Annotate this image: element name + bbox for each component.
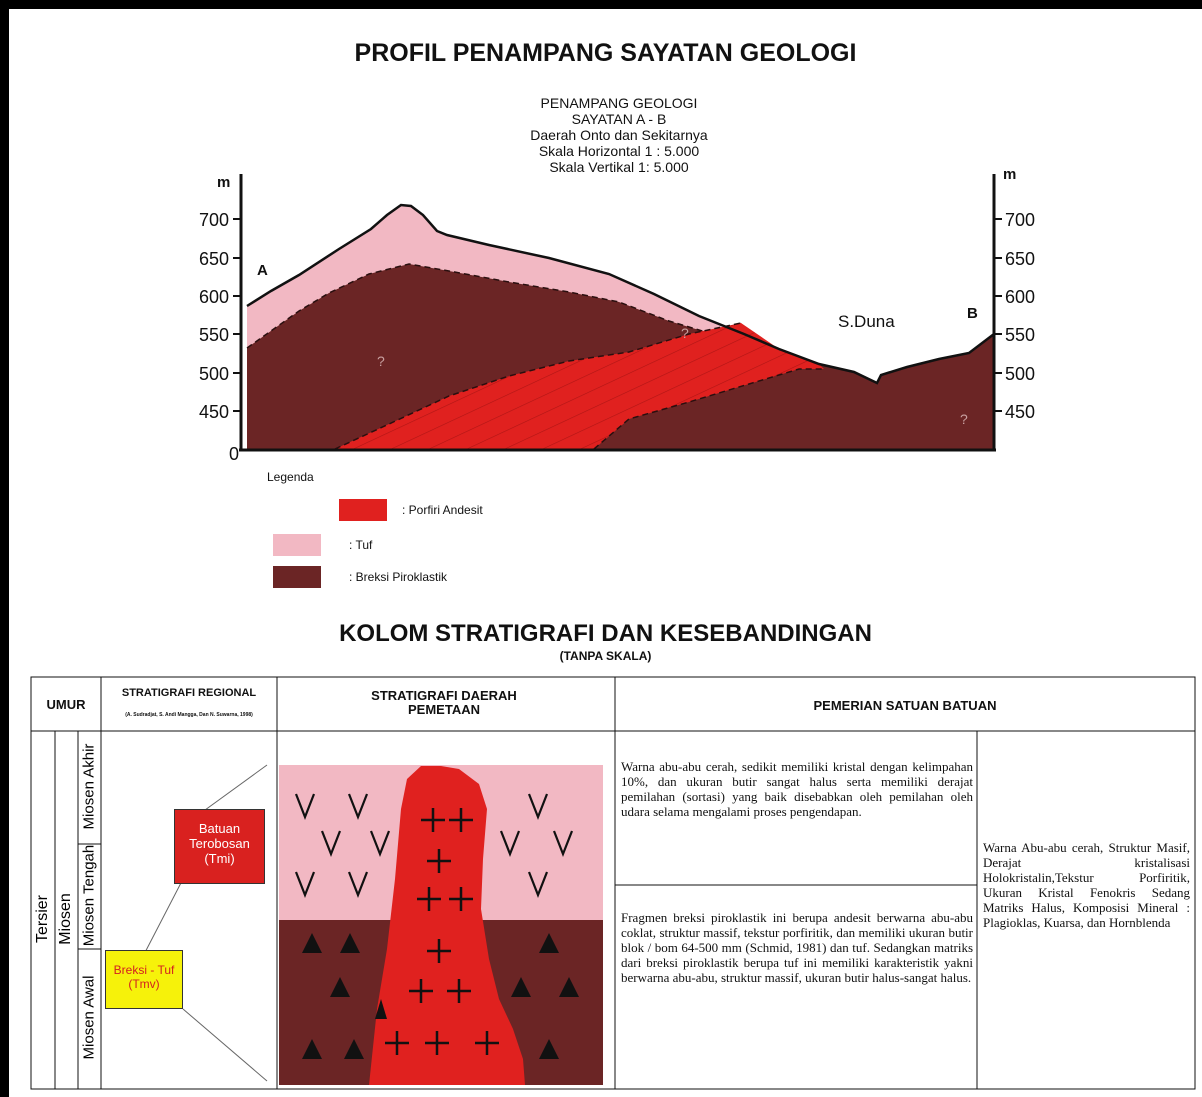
column-intrusion <box>369 766 525 1085</box>
tick-label-right: 450 <box>1005 402 1035 422</box>
box-breksi-tuf: Breksi - Tuf (Tmv) <box>105 950 183 1009</box>
legend-swatch-breksi <box>273 566 321 588</box>
porfiri-layer <box>335 323 824 449</box>
strat-subtitle: (TANPA SKALA) <box>559 649 652 663</box>
section-header-line: Daerah Onto dan Sekitarnya <box>530 127 708 143</box>
page-title: PROFIL PENAMPANG SAYATAN GEOLOGI <box>354 39 857 67</box>
tick-label-right: 600 <box>1005 287 1035 307</box>
point-b-label: B <box>967 305 978 322</box>
strat-table <box>30 676 1196 1090</box>
figure-page: PROFIL PENAMPANG SAYATAN GEOLOGI PENAMPA… <box>9 9 1202 1097</box>
tick-label-left: 650 <box>199 249 229 269</box>
age-tersier: Tersier <box>34 895 51 944</box>
box-breksi-tuf-name: Breksi - Tuf <box>113 963 175 977</box>
desc-tuf: Warna abu-abu cerah, sedikit memiliki kr… <box>621 759 973 819</box>
section-header-line: Skala Horizontal 1 : 5.000 <box>538 143 700 159</box>
unknown-mark: ? <box>960 411 968 427</box>
box-terobosan-code: (Tmi) <box>204 851 235 866</box>
tick-label-left: 450 <box>199 402 229 422</box>
tick-label-right: 500 <box>1005 364 1035 384</box>
strat-title: KOLOM STRATIGRAFI DAN KESEBANDINGAN <box>339 620 872 647</box>
legend-title: Legenda <box>267 470 314 484</box>
age-miosen-awal: Miosen Awal <box>80 975 98 1060</box>
header-regional-ref: (A. Sudradjat, S. Andi Mangga, Dan N. Su… <box>125 712 253 718</box>
header-umur: UMUR <box>46 697 86 712</box>
section-header-line: SAYATAN A - B <box>571 111 667 127</box>
legend-swatch-porfiri <box>339 499 387 521</box>
legend-label: : Porfiri Andesit <box>402 503 483 517</box>
desc-breksi: Fragmen breksi piroklastik ini berupa an… <box>621 910 973 985</box>
tick-label-left: 0 <box>229 444 239 464</box>
desc-intrusi: Warna Abu-abu cerah, Struktur Masif, Der… <box>983 840 1190 930</box>
tuf-layer <box>247 205 769 348</box>
box-terobosan: Batuan Terobosan (Tmi) <box>174 809 265 884</box>
header-daerah: STRATIGRAFI DAERAH PEMETAAN <box>371 688 517 717</box>
tick-label-left: 500 <box>199 364 229 384</box>
tick-label-right: 700 <box>1005 210 1035 230</box>
age-miosen: Miosen <box>57 893 74 945</box>
unknown-mark: ? <box>377 353 385 369</box>
axis-unit-left: m <box>217 174 230 191</box>
header-pemerian: PEMERIAN SATUAN BATUAN <box>813 698 997 713</box>
section-header-line: PENAMPANG GEOLOGI <box>540 95 698 111</box>
tick-label-left: 600 <box>199 287 229 307</box>
box-breksi-tuf-code: (Tmv) <box>128 977 160 991</box>
river-label: S.Duna <box>838 312 895 331</box>
tick-label-left: 550 <box>199 325 229 345</box>
legend-swatch-tuf <box>273 534 321 556</box>
section-header-line: Skala Vertikal 1: 5.000 <box>549 159 689 175</box>
section-header: PENAMPANG GEOLOGI SAYATAN A - B Daerah O… <box>419 95 819 175</box>
cross-section: m m 700 650 600 550 500 450 0 700 650 60… <box>199 166 1035 464</box>
legend-label: : Tuf <box>349 538 373 552</box>
header-regional: STRATIGRAFI REGIONAL <box>121 687 257 699</box>
axis-unit-right: m <box>1003 166 1016 183</box>
tick-label-left: 700 <box>199 210 229 230</box>
unknown-mark: ? <box>681 325 689 341</box>
point-a-label: A <box>257 262 268 279</box>
tick-label-right: 650 <box>1005 249 1035 269</box>
legend-label: : Breksi Piroklastik <box>349 570 448 584</box>
tick-label-right: 550 <box>1005 325 1035 345</box>
box-terobosan-name: Batuan Terobosan <box>189 821 250 851</box>
